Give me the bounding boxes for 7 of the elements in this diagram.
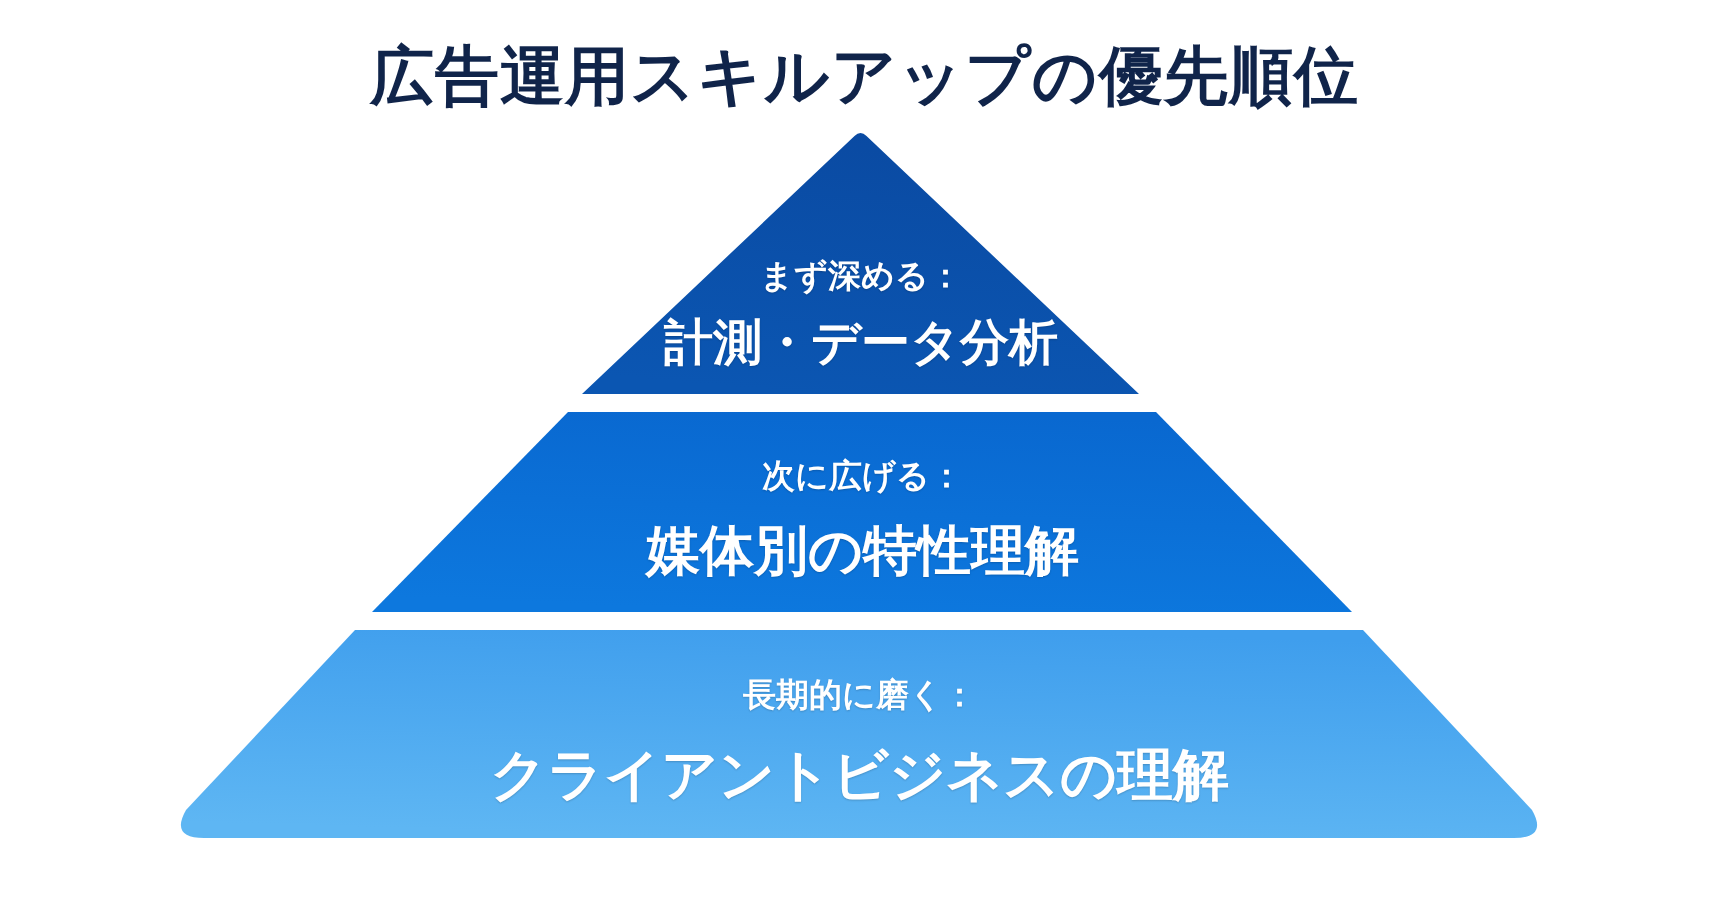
- tier-title: 媒体別の特性理解: [645, 519, 1079, 583]
- tier-heading: まず深める：: [759, 257, 962, 295]
- tier-heading: 次に広げる：: [761, 457, 963, 495]
- title: 広告運用スキルアップの優先順位: [370, 40, 1359, 114]
- tier-title: 計測・データ分析: [663, 314, 1058, 372]
- tier-heading: 長期的に磨く：: [742, 676, 976, 714]
- tier-title: クライアントビジネスの理解: [489, 742, 1229, 808]
